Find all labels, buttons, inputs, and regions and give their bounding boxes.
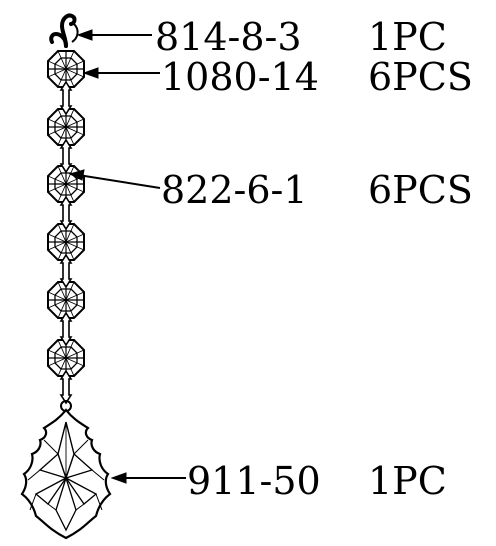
pendant-code-label: 911-50 <box>187 459 321 503</box>
connector-pin <box>60 370 72 404</box>
connector-pin <box>60 196 72 230</box>
connector-pin <box>60 312 72 346</box>
part-labels: 814-8-3 1PC 1080-14 6PCS 822-6-1 6PCS 91… <box>155 15 473 503</box>
leader-lines <box>68 29 186 484</box>
octagon-code-label: 1080-14 <box>161 55 319 99</box>
connector-pin <box>60 139 72 173</box>
connector-qty-label: 6PCS <box>368 168 473 212</box>
pendant-crystal <box>20 400 112 540</box>
hook-qty-label: 1PC <box>368 15 447 59</box>
hook-part <box>49 13 79 48</box>
octagon-qty-label: 6PCS <box>368 55 473 99</box>
connector-code-label: 822-6-1 <box>161 168 308 212</box>
pendant-qty-label: 1PC <box>368 459 447 503</box>
connector-pin <box>60 81 72 115</box>
hook-code-label: 814-8-3 <box>155 15 302 59</box>
connector-pin <box>60 254 72 288</box>
